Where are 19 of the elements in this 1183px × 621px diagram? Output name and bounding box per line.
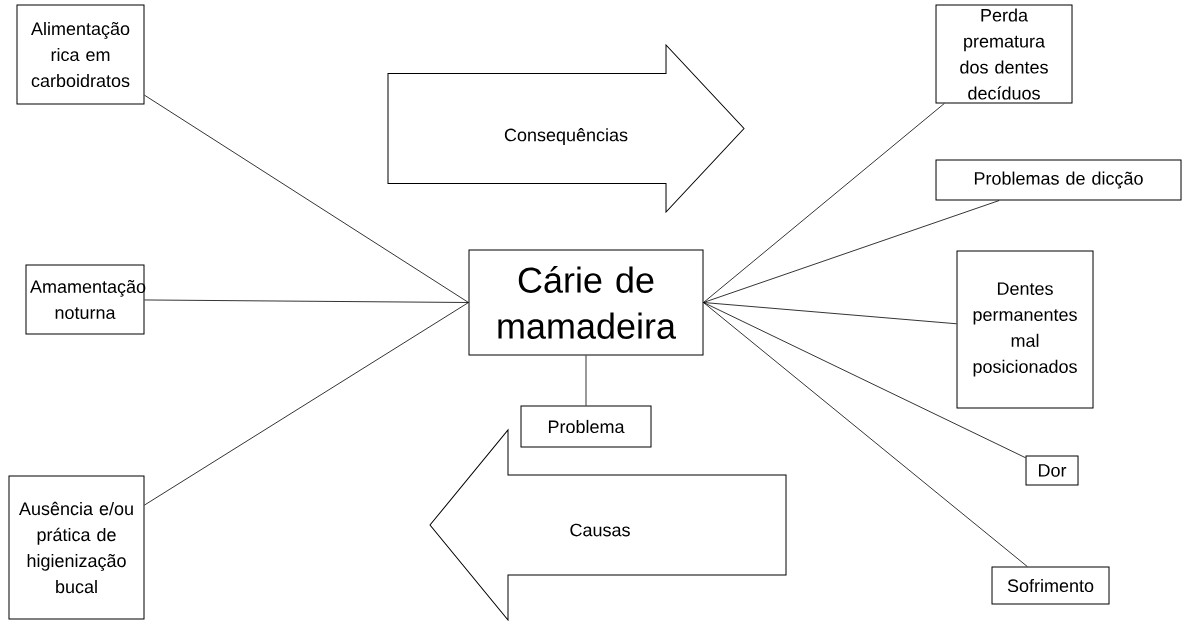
text-box: Alimentação rica em carboidratos [16, 4, 145, 105]
text-box: Ausência e/ou prática de higienização bucal [8, 475, 145, 620]
connector-line [144, 299, 469, 303]
connector-line [144, 94, 469, 303]
text-box: Dor [1025, 455, 1079, 486]
connector-line [585, 355, 587, 406]
connector-line [144, 302, 469, 506]
connector-line [703, 302, 1028, 567]
text-box: Sofrimento [991, 566, 1110, 605]
text-box: Problemas de dicção [935, 159, 1182, 201]
text-box: Dentes permanentes mal posicionados [956, 250, 1094, 409]
problem-box: Cárie de mamadeira [468, 249, 704, 356]
connector-line [703, 302, 957, 325]
text-box: Problema [520, 405, 652, 448]
text-box: Perda prematura dos dentes decíduos [935, 4, 1073, 104]
connector-line [703, 302, 1026, 459]
text-box: Amamentação noturna [25, 264, 146, 335]
connector-line [703, 200, 1000, 303]
connector-line [703, 103, 945, 303]
